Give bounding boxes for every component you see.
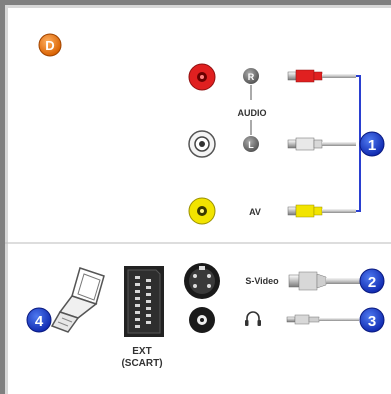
callout-4-number: 4 <box>35 313 44 330</box>
callout-2-number: 2 <box>368 274 376 291</box>
av-jack <box>188 197 216 225</box>
headphone-icon <box>245 311 261 326</box>
section-badge: D <box>38 33 62 57</box>
callout-1-number: 1 <box>368 137 376 154</box>
callout-1: 1 <box>359 131 385 157</box>
l-marker: L <box>243 136 259 152</box>
red-rca-plug <box>287 69 356 83</box>
svideo-label: S-Video <box>245 276 279 286</box>
audio-r-jack <box>188 63 216 91</box>
headphone-plug <box>286 314 359 325</box>
headphone-jack <box>189 307 215 333</box>
scart-label: (SCART) <box>121 358 162 369</box>
audio-label: AUDIO <box>238 108 267 118</box>
svideo-plug <box>288 271 360 291</box>
yellow-rca-plug <box>287 204 356 218</box>
white-rca-plug <box>287 137 356 151</box>
callout-3-number: 3 <box>368 313 376 330</box>
callout-4: 4 <box>26 307 52 333</box>
r-marker: R <box>243 68 259 84</box>
scart-port <box>124 266 164 337</box>
frame-top-border <box>0 0 391 5</box>
callout-3: 3 <box>359 307 385 333</box>
scart-plug <box>50 267 105 333</box>
ext-label: EXT <box>132 346 151 357</box>
svideo-jack <box>184 263 220 299</box>
frame-left-shadow <box>5 5 8 394</box>
section-letter: D <box>45 38 54 53</box>
composite-bracket <box>356 75 361 212</box>
audio-l-jack <box>188 130 216 158</box>
frame-left-border <box>0 0 5 394</box>
l-label: L <box>248 140 254 150</box>
callout-2: 2 <box>359 268 385 294</box>
frame-top-shadow <box>5 5 391 8</box>
av-label: AV <box>249 207 261 217</box>
r-label: R <box>248 72 255 82</box>
